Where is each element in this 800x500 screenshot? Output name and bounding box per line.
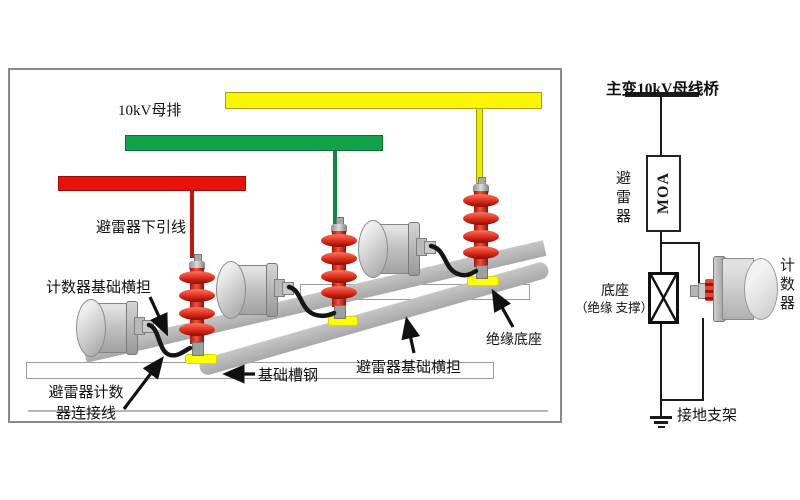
wire-branch-top-v — [698, 242, 700, 286]
counter-crossarm-label: 计数器基础横担 — [46, 280, 152, 296]
arrester-skirt — [179, 323, 215, 336]
counter-insulator-rings — [705, 279, 714, 301]
schematic-title: 主变10kV母线桥 — [606, 81, 719, 98]
surge-counter-middle — [216, 261, 296, 319]
arrester-skirt — [321, 286, 357, 299]
arrester-skirt — [321, 270, 357, 283]
arrester-skirt — [321, 234, 357, 247]
counter-schematic-label: 计数器 — [779, 258, 795, 313]
ground-bracket-label: 接地支架 — [677, 408, 738, 424]
insulating-base-symbol — [648, 272, 679, 324]
surge-counter-right — [358, 220, 438, 278]
counter-wire-label-line1: 避雷器计数 — [48, 385, 124, 401]
wire-base-to-ground — [660, 318, 662, 418]
downlead-label: 避雷器下引线 — [96, 220, 187, 236]
wire-branch-bottom-h — [660, 399, 704, 401]
x-cross-icon — [649, 274, 678, 322]
counter-wire-label: 避雷器计数 器连接线 — [40, 383, 132, 425]
counter-terminal-tip — [282, 282, 294, 295]
downlead-yellow — [476, 105, 483, 184]
busbar-symbol — [625, 92, 699, 97]
ground-icon — [654, 421, 668, 424]
arrester-skirt — [463, 194, 499, 207]
phase-b-busbar — [125, 135, 383, 151]
base-label: 底座 — [601, 284, 629, 299]
ground-icon — [658, 426, 665, 428]
downlead-red — [190, 188, 194, 258]
counter-face — [744, 258, 778, 320]
arrester-left — [178, 254, 216, 356]
arrester-skirt — [463, 212, 499, 225]
insulating-base-label: 绝缘底座 — [486, 333, 542, 348]
counter-face — [76, 299, 106, 357]
arrester-stem — [476, 265, 488, 279]
arrester-skirt — [179, 289, 215, 302]
arrester-skirt — [463, 230, 499, 243]
wire-branch-bottom-v — [702, 318, 704, 401]
moa-label: MOA — [655, 171, 672, 215]
arrester-schematic-label: 避雷器 — [615, 171, 631, 226]
arrester-skirt — [321, 252, 357, 265]
arrester-middle — [320, 217, 358, 319]
arrester-skirt — [463, 246, 499, 259]
schematic-counter — [688, 254, 780, 322]
busbar-label: 10kV母排 — [118, 103, 182, 119]
counter-wire-label-line2: 器连接线 — [55, 406, 116, 422]
channel-steel-label: 基础槽钢 — [258, 368, 319, 384]
surge-counter-left — [76, 299, 156, 357]
counter-face — [216, 261, 246, 319]
arrester-skirt — [179, 307, 215, 320]
wire-busbar-to-moa — [660, 97, 662, 156]
phase-c-busbar — [225, 92, 542, 109]
counter-terminal-tip — [424, 241, 436, 254]
floor-line — [28, 410, 548, 412]
arrester-stem — [192, 342, 204, 356]
ground-icon — [650, 416, 672, 419]
arrester-cap — [473, 184, 489, 194]
base-sub-label: （绝缘 支撑） — [575, 301, 654, 315]
arrester-cap — [331, 224, 347, 234]
moa-symbol-box: MOA — [646, 155, 681, 232]
wire-moa-to-base — [660, 228, 662, 274]
arrester-skirt — [179, 271, 215, 284]
arrester-cap — [189, 261, 205, 271]
phase-a-busbar — [58, 176, 246, 191]
arrester-crossarm-label: 避雷器基础横担 — [356, 360, 462, 376]
counter-face — [358, 220, 388, 278]
arrester-right — [462, 177, 500, 279]
arrester-stem — [334, 305, 346, 319]
wire-branch-top-h — [660, 242, 700, 244]
downlead-green — [333, 147, 337, 228]
counter-terminal-tip — [142, 320, 154, 333]
